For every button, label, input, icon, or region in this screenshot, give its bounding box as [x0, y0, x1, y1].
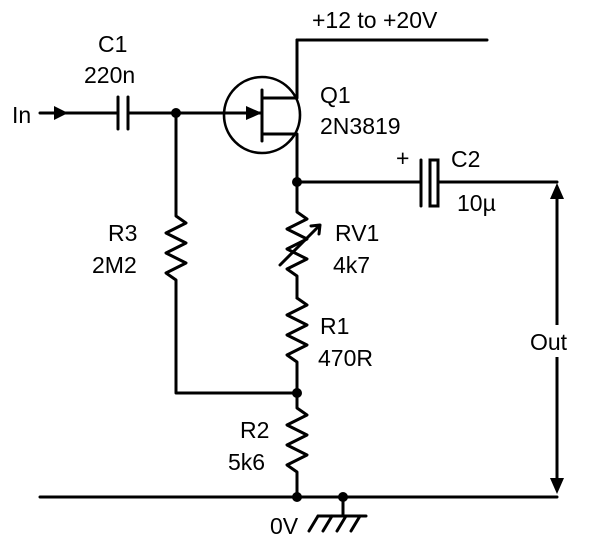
r3-ref-label: R3 — [108, 220, 137, 246]
gate-arrow-icon — [246, 106, 262, 120]
q1-value-label: 2N3819 — [320, 113, 401, 139]
r2-ref-label: R2 — [240, 417, 269, 443]
r1-value-label: 470R — [318, 345, 373, 371]
c2-value-label: 10µ — [457, 190, 496, 216]
c2-capacitor-symbol — [419, 158, 440, 208]
c2-ref-label: C2 — [451, 146, 480, 172]
c1-value-label: 220n — [84, 62, 135, 88]
rv1-variable-resistor-symbol — [285, 180, 309, 300]
r3-resistor-symbol — [164, 111, 299, 395]
r3-value-label: 2M2 — [92, 252, 137, 278]
rv1-adjust-arrow-icon — [278, 223, 322, 267]
output-label: Out — [530, 329, 568, 355]
r2-resistor-symbol — [285, 391, 309, 499]
rv1-ref-label: RV1 — [335, 220, 379, 246]
q1-ref-label: Q1 — [320, 82, 351, 108]
input-label: In — [12, 102, 31, 128]
rv1-value-label: 4k7 — [333, 252, 370, 278]
output-arrow-down-icon — [550, 478, 564, 494]
ground-label: 0V — [270, 513, 299, 539]
c2-polarity-label: + — [396, 145, 409, 171]
supply-label: +12 to +20V — [312, 7, 438, 33]
ground-symbol-icon — [307, 495, 368, 533]
r1-ref-label: R1 — [320, 313, 349, 339]
r2-value-label: 5k6 — [228, 449, 265, 475]
output-label-background — [527, 325, 587, 357]
c1-ref-label: C1 — [98, 31, 127, 57]
r1-resistor-symbol — [285, 296, 309, 395]
ground-junction-dot — [292, 492, 302, 502]
q1-jfet-symbol — [174, 75, 302, 184]
input-arrow-icon — [54, 106, 68, 120]
output-arrow-up-icon — [550, 183, 564, 199]
